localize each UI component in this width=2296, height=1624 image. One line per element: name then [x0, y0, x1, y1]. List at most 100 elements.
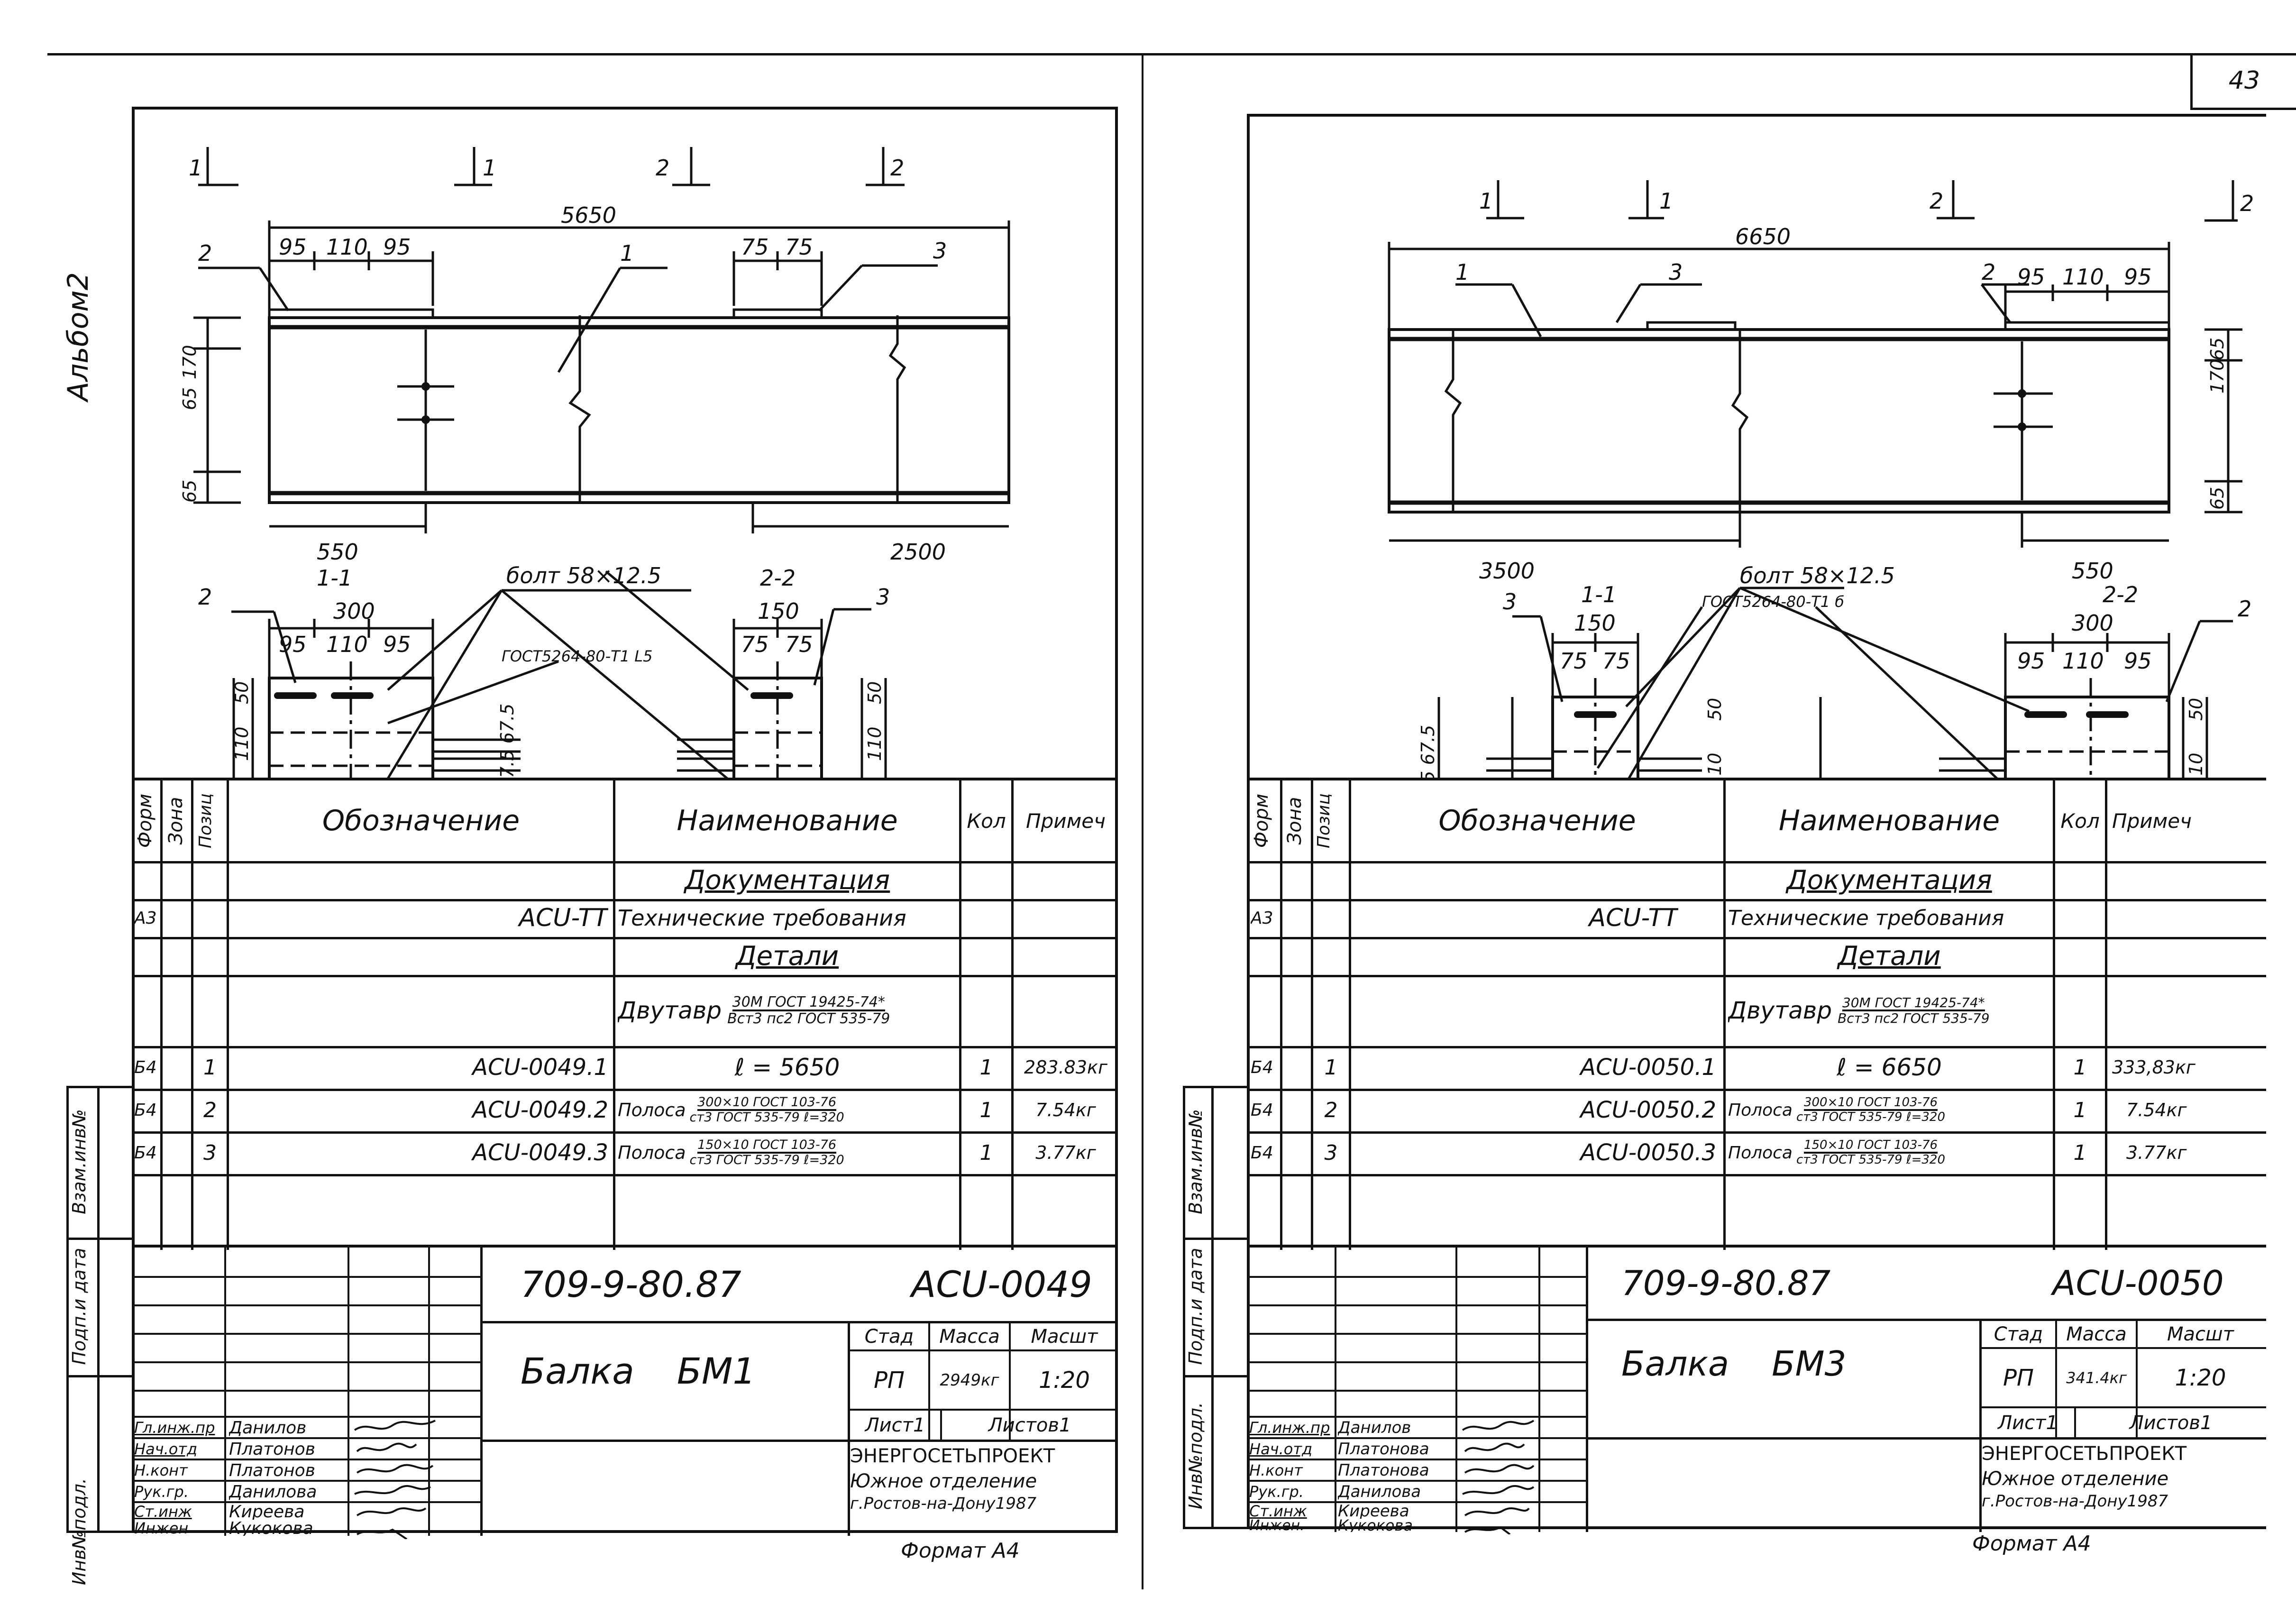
dim-top-c: 95: [2124, 264, 2152, 290]
profile-top: 30М ГОСТ 19425-74*: [732, 994, 885, 1011]
tb-title-text: Балка: [1621, 1344, 1729, 1384]
item3-pos: 3: [203, 1140, 217, 1165]
tb-hl-sm: [1979, 1347, 2266, 1349]
margin-div2: [66, 1375, 132, 1377]
person-name-2: Платонова: [1338, 1440, 1429, 1459]
tb-hl: [132, 1501, 483, 1503]
tb-mass: 2949кг: [940, 1370, 999, 1390]
tb-stage: РП: [2003, 1364, 2034, 1391]
col-line: [227, 780, 229, 1250]
col-line: [1311, 780, 1313, 1250]
tb-org1: ЭНЕРГОСЕТЬПРОЕКТ: [1982, 1443, 2187, 1465]
row-line: [1247, 937, 2266, 977]
sec2-vdim-b: 110: [2186, 752, 2206, 778]
section-parts: Детали: [1838, 940, 1941, 972]
sheet-frame: [1247, 114, 2266, 1529]
tb-hl-sm: [848, 1409, 1118, 1411]
hdr-note: Примеч: [2112, 809, 2192, 833]
item3-name-bottom: ст3 ГОСТ 535-79 ℓ=320: [1796, 1153, 1945, 1167]
person-name-1: Данилов: [1338, 1418, 1411, 1437]
tb-hl: [132, 1390, 483, 1392]
overall-length: 6650: [1735, 224, 1791, 249]
item2-note: 7.54кг: [2126, 1100, 2187, 1120]
profile-name: Двутавр: [618, 997, 722, 1024]
item2-format: Б4: [134, 1100, 157, 1120]
tb-hl: [132, 1276, 483, 1278]
dim-bottom-a: 550: [317, 539, 358, 565]
section-parts: Детали: [735, 940, 839, 972]
row-line: [1247, 861, 2266, 901]
person-role-1: Гл.инж.пр: [134, 1419, 215, 1437]
section-documentation: Документация: [1786, 864, 1992, 896]
item2-name-prefix: Полоса: [618, 1100, 686, 1120]
tb-hl-sm: [848, 1349, 1118, 1351]
section-mark-1a: 1: [1479, 188, 1493, 214]
tb-mark: БМ1: [677, 1349, 756, 1392]
tb-vl-main: [848, 1321, 850, 1536]
margin-strip: [1183, 1086, 1247, 1529]
section-2-title: 2-2: [760, 565, 796, 591]
beam-drawing: 1 1 2 2 5650 95 110 95 75 75 2 1 3 550 2…: [179, 147, 1010, 780]
col-line: [1349, 780, 1351, 1250]
sec2-callout: 3: [876, 584, 890, 610]
margin-label-inv: Инв№подл.: [69, 1478, 90, 1585]
format-label: Формат А4: [1972, 1531, 2091, 1556]
tb-code: 709-9-80.87: [1621, 1263, 1831, 1303]
item1-format: Б4: [134, 1057, 157, 1077]
dim-bottom-a: 3500: [1479, 558, 1535, 584]
tb-hl: [132, 1416, 483, 1418]
dim-top-a: 95: [2017, 264, 2045, 290]
tb-doc: АСU-0049: [911, 1263, 1092, 1305]
tb-hl-sm: [1979, 1406, 2266, 1408]
item2-designation: АСU-0049.2: [472, 1097, 608, 1123]
profile-cell: Двутавр 30М ГОСТ 19425-74* Вст3 пс2 ГОСТ…: [1728, 975, 2053, 1046]
sec1-width: 150: [1574, 610, 1616, 636]
callout-3: 3: [933, 238, 947, 264]
tb-vl-sm: [2136, 1319, 2138, 1437]
hdr-designation: Обозначение: [1438, 804, 1636, 837]
item3-qty: 1: [979, 1140, 993, 1165]
sec2-vdim-a: 50: [864, 681, 885, 704]
item3-name-frac: 150×10 ГОСТ 103-76 ст3 ГОСТ 535-79 ℓ=320: [690, 1138, 844, 1167]
dim-top2-a: 75: [741, 234, 769, 260]
tb-hl: [132, 1480, 483, 1482]
section-documentation: Документация: [684, 864, 890, 896]
sec1-dim-b: 110: [326, 632, 368, 657]
item1-designation: АСU-0050.1: [1580, 1054, 1716, 1081]
sec1-width: 300: [333, 598, 375, 624]
tb-hl: [1247, 1390, 1588, 1392]
margin-label-sign: Подп.и дата: [69, 1248, 90, 1365]
person-name-5: Киреева: [229, 1504, 305, 1520]
tb-vl: [428, 1248, 430, 1536]
title-block: Гл.инж.пр Данилов Нач.отд Платонов Н.кон…: [132, 1245, 1118, 1539]
tb-title: Балка БМ3: [1621, 1335, 1972, 1392]
doc-designation: АСU-TT: [519, 904, 608, 932]
item2-name-bottom: ст3 ГОСТ 535-79 ℓ=320: [689, 1110, 844, 1125]
item3-note: 3.77кг: [2126, 1142, 2187, 1163]
tb-mass-label: Масса: [2066, 1323, 2127, 1345]
section-mark-2b: 2: [890, 155, 904, 181]
item3-note: 3.77кг: [1035, 1142, 1096, 1163]
bolt-note: болт 58×12.5: [506, 563, 661, 588]
tb-doc: АСU-0050: [2052, 1263, 2224, 1303]
callout-3: 3: [1669, 259, 1683, 285]
header-row: [1247, 780, 2266, 863]
person-role-4: Рук.гр.: [134, 1483, 189, 1501]
dim-right-c: 65: [2207, 338, 2228, 360]
spec-table: Форм Зона Позиц Обозначение Наименование…: [1247, 778, 2266, 1250]
tb-hl-main: [483, 1321, 1118, 1323]
row-line: [132, 1046, 1118, 1091]
item2-pos: 2: [203, 1098, 217, 1122]
profile-bottom: Вст3 пс2 ГОСТ 535-79: [1838, 1010, 1990, 1026]
web-dims: 67.5 67.5: [1418, 725, 1438, 778]
row-line: [132, 861, 1118, 901]
row-line: [132, 1131, 1118, 1176]
tb-org2: Южное отделение: [1982, 1468, 2169, 1490]
section-1-title: 1-1: [1581, 582, 1617, 607]
tb-hl: [1247, 1304, 1588, 1306]
sec2-dim-a: 75: [741, 632, 769, 657]
row-line: [132, 937, 1118, 977]
tb-vl: [224, 1248, 226, 1536]
item2-qty: 1: [2073, 1098, 2087, 1122]
tb-hl: [132, 1459, 483, 1460]
